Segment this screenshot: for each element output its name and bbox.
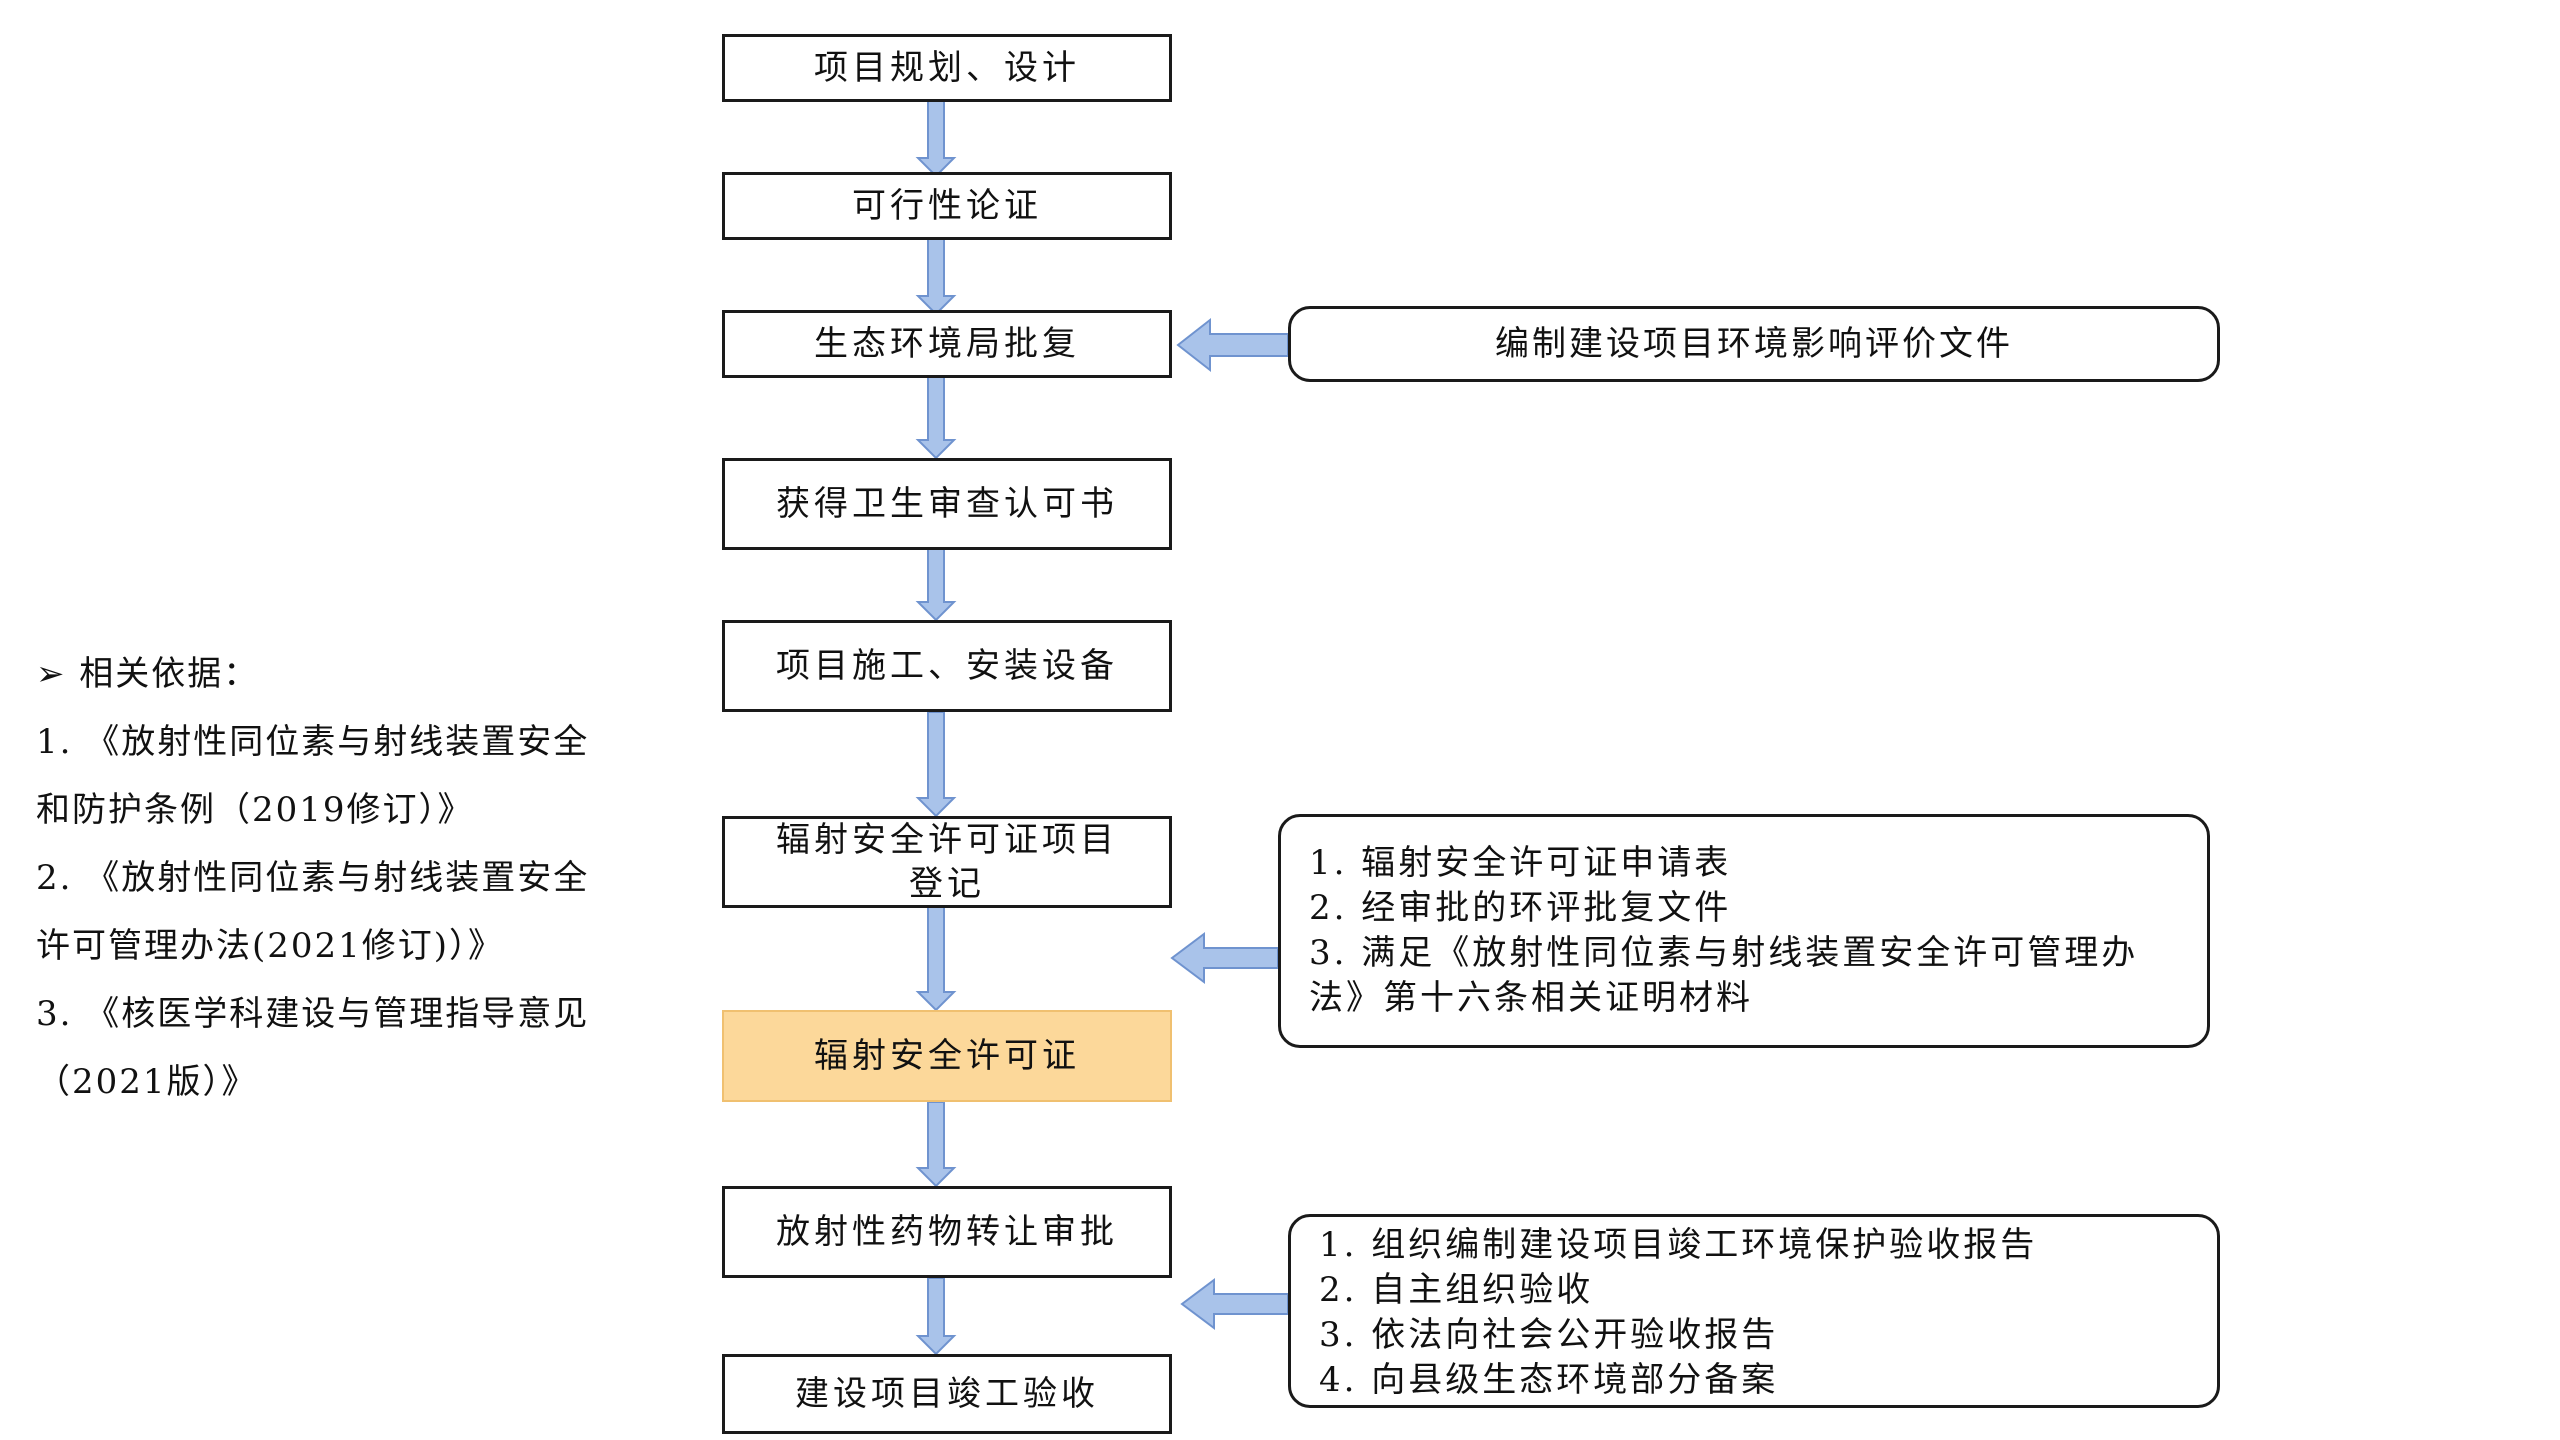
- arrow-left-license: [1170, 932, 1279, 984]
- basis-line: （2021版）》: [36, 1062, 258, 1102]
- note-eia-document: 编制建设项目环境影响评价文件: [1288, 306, 2220, 382]
- step-label: 项目施工、安装设备: [776, 646, 1118, 686]
- note-line: 1. 组织编制建设项目竣工环境保护验收报告: [1319, 1225, 2038, 1265]
- basis-heading: ➢ 相关依据：: [36, 654, 260, 694]
- step-label: 可行性论证: [852, 186, 1042, 226]
- step-feasibility: 可行性论证: [722, 172, 1172, 240]
- step-label: 建设项目竣工验收: [795, 1374, 1099, 1414]
- step-radiation-license: 辐射安全许可证: [722, 1010, 1172, 1102]
- step-label: 辐射安全许可证项目登记: [776, 820, 1118, 904]
- arrow-down-8: [915, 1277, 957, 1356]
- step-license-registration: 辐射安全许可证项目登记: [722, 816, 1172, 908]
- note-line: 2. 经审批的环评批复文件: [1309, 888, 1732, 928]
- arrow-down-1: [915, 99, 957, 178]
- note-license-materials: 1. 辐射安全许可证申请表 2. 经审批的环评批复文件 3. 满足《放射性同位素…: [1278, 814, 2210, 1048]
- arrow-down-4: [915, 547, 957, 622]
- step-completion-acceptance: 建设项目竣工验收: [722, 1354, 1172, 1434]
- step-label: 获得卫生审查认可书: [776, 484, 1118, 524]
- arrow-down-2: [915, 237, 957, 316]
- note-acceptance-steps: 1. 组织编制建设项目竣工环境保护验收报告 2. 自主组织验收 3. 依法向社会…: [1288, 1214, 2220, 1408]
- step-label: 辐射安全许可证: [814, 1036, 1080, 1076]
- step-health-approval: 获得卫生审查认可书: [722, 458, 1172, 550]
- note-line: 3. 依法向社会公开验收报告: [1319, 1315, 1779, 1355]
- basis-line: 3. 《核医学科建设与管理指导意见: [36, 994, 590, 1034]
- arrow-down-3: [915, 375, 957, 460]
- arrow-down-7: [915, 1101, 957, 1188]
- note-line: 2. 自主组织验收: [1319, 1270, 1594, 1310]
- basis-line: 和防护条例（2019修订）》: [36, 790, 474, 830]
- arrow-left-acceptance: [1180, 1278, 1289, 1330]
- basis-line: 1. 《放射性同位素与射线装置安全: [36, 722, 590, 762]
- arrow-left-eia: [1176, 317, 1289, 373]
- step-planning-design: 项目规划、设计: [722, 34, 1172, 102]
- basis-line: 许可管理办法(2021修订)）》: [36, 926, 505, 966]
- step-construction: 项目施工、安装设备: [722, 620, 1172, 712]
- step-eco-approval: 生态环境局批复: [722, 310, 1172, 378]
- step-label: 放射性药物转让审批: [776, 1212, 1118, 1252]
- note-line: 1. 辐射安全许可证申请表: [1309, 843, 1732, 883]
- note-eia-label: 编制建设项目环境影响评价文件: [1495, 323, 2013, 364]
- basis-line: 2. 《放射性同位素与射线装置安全: [36, 858, 590, 898]
- arrow-down-5: [915, 711, 957, 818]
- note-line: 4. 向县级生态环境部分备案: [1319, 1360, 1779, 1400]
- related-basis: ➢ 相关依据： 1. 《放射性同位素与射线装置安全 和防护条例（2019修订）》…: [36, 640, 676, 1116]
- step-label: 生态环境局批复: [814, 324, 1080, 364]
- note-line: 3. 满足《放射性同位素与射线装置安全许可管理办法》第十六条相关证明材料: [1309, 933, 2139, 1018]
- step-label: 项目规划、设计: [814, 48, 1080, 88]
- arrow-down-6: [915, 905, 957, 1012]
- step-drug-transfer: 放射性药物转让审批: [722, 1186, 1172, 1278]
